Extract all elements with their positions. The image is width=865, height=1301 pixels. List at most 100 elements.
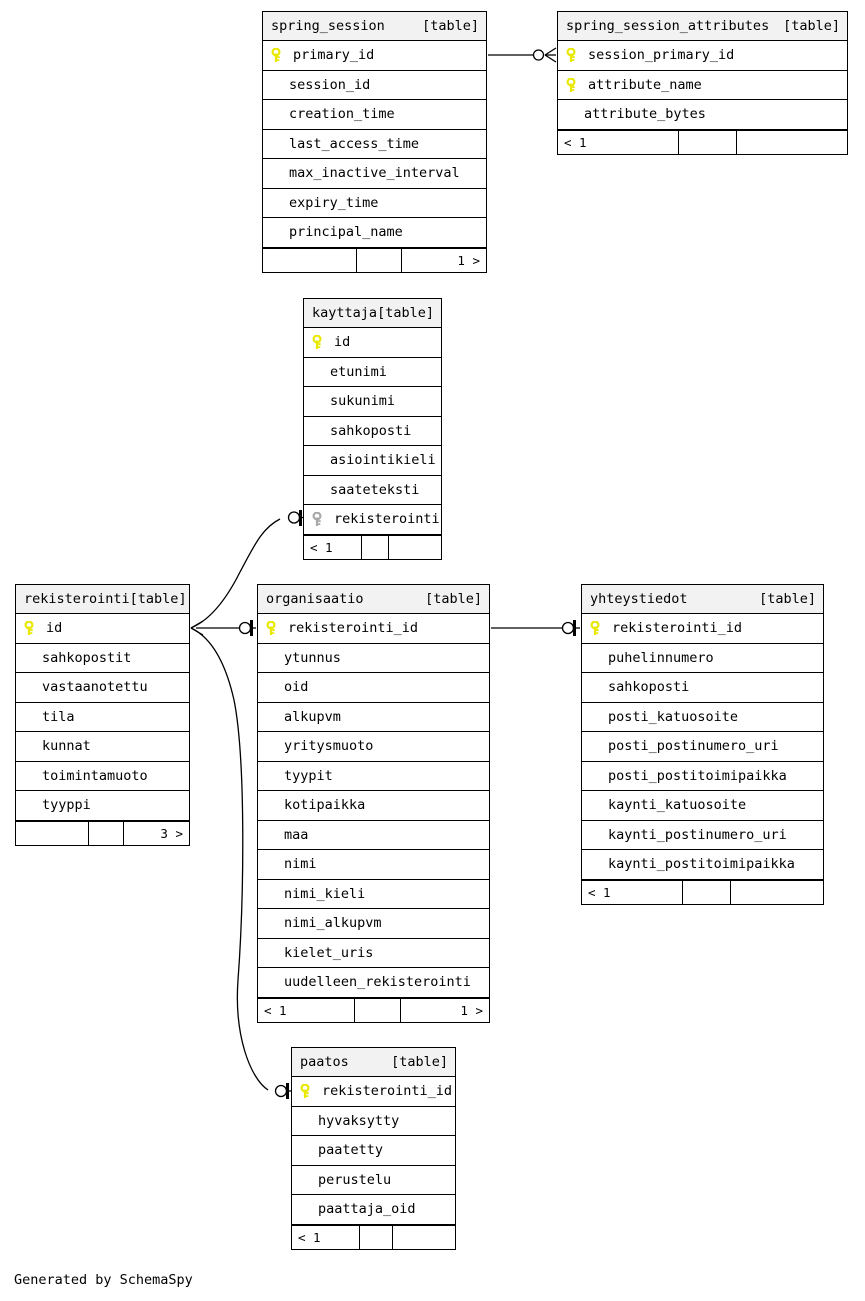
column-name: ytunnus <box>284 649 341 666</box>
footer-next-cell[interactable] <box>389 536 441 559</box>
column-row[interactable]: uudelleen_rekisterointi <box>258 968 489 998</box>
primary-key-icon <box>266 620 284 636</box>
table-footer-rekisterointi: 3 > <box>16 820 189 845</box>
column-row[interactable]: nimi_kieli <box>258 880 489 909</box>
table-header-paatos[interactable]: paatos[table] <box>292 1048 455 1077</box>
column-row[interactable]: toimintamuoto <box>16 762 189 791</box>
column-row[interactable]: rekisterointi_id <box>258 614 489 644</box>
footer-next-cell[interactable] <box>737 131 847 154</box>
footer-next-cell[interactable] <box>731 881 823 904</box>
column-row[interactable]: tyyppi <box>16 791 189 821</box>
column-row[interactable]: max_inactive_interval <box>263 159 486 189</box>
table-type-tag: [table] <box>783 18 840 34</box>
table-header-rekisterointi[interactable]: rekisterointi[table] <box>16 585 189 614</box>
column-row[interactable]: kielet_uris <box>258 939 489 968</box>
column-row[interactable]: creation_time <box>263 100 486 130</box>
footer-prev-cell[interactable]: < 1 <box>292 1225 360 1249</box>
column-row[interactable]: id <box>304 328 441 358</box>
column-name: sukunimi <box>330 393 396 410</box>
primary-key-icon <box>312 334 330 350</box>
column-row[interactable]: perustelu <box>292 1166 455 1195</box>
column-name: oid <box>284 679 309 696</box>
footer-prev-cell[interactable]: < 1 <box>558 130 679 154</box>
column-name: session_primary_id <box>588 47 735 64</box>
column-row[interactable]: sahkoposti <box>304 417 441 446</box>
column-row[interactable]: kunnat <box>16 732 189 762</box>
footer-next-cell[interactable]: 1 > <box>457 252 480 268</box>
table-footer-organisaatio: < 1 1 > <box>258 997 489 1022</box>
column-row[interactable]: vastaanotettu <box>16 673 189 703</box>
column-row[interactable]: sahkopostit <box>16 644 189 673</box>
column-name: maa <box>284 826 309 843</box>
column-row[interactable]: alkupvm <box>258 703 489 732</box>
column-row[interactable]: kaynti_katuosoite <box>582 791 823 821</box>
table-header-kayttaja[interactable]: kayttaja[table] <box>304 299 441 328</box>
column-row[interactable]: primary_id <box>263 41 486 71</box>
column-row[interactable]: paattaja_oid <box>292 1195 455 1225</box>
column-name: perustelu <box>318 1171 392 1188</box>
column-row[interactable]: rekisterointi_id <box>292 1077 455 1107</box>
column-name: posti_katuosoite <box>608 708 739 725</box>
footer-next-cell[interactable]: 1 > <box>460 1002 483 1018</box>
column-row[interactable]: id <box>16 614 189 644</box>
column-row[interactable]: maa <box>258 821 489 850</box>
footer-prev-cell[interactable] <box>16 821 89 845</box>
column-row[interactable]: last_access_time <box>263 130 486 159</box>
footer-next-cell[interactable]: 3 > <box>160 825 183 841</box>
column-row[interactable]: oid <box>258 673 489 703</box>
column-row[interactable]: saateteksti <box>304 476 441 505</box>
column-row[interactable]: posti_postinumero_uri <box>582 732 823 762</box>
column-row[interactable]: kotipaikka <box>258 791 489 821</box>
footer-prev-cell[interactable]: < 1 <box>258 998 355 1022</box>
column-row[interactable]: posti_katuosoite <box>582 703 823 732</box>
column-row[interactable]: tila <box>16 703 189 732</box>
table-spring_session[interactable]: spring_session[table] primary_id session_i… <box>262 11 487 273</box>
column-row[interactable]: rekisterointi_id <box>582 614 823 644</box>
column-row[interactable]: paatetty <box>292 1136 455 1166</box>
column-name: paatetty <box>318 1142 384 1159</box>
column-row[interactable]: sahkoposti <box>582 673 823 703</box>
column-row[interactable]: asiointikieli <box>304 446 441 476</box>
column-row[interactable]: principal_name <box>263 218 486 248</box>
footer-prev-cell[interactable] <box>263 248 357 272</box>
footer-prev-cell[interactable]: < 1 <box>304 535 362 559</box>
footer-next-cell[interactable] <box>393 1226 455 1249</box>
column-row[interactable]: session_id <box>263 71 486 100</box>
table-type-tag: [table] <box>377 305 434 321</box>
footer-prev-cell[interactable]: < 1 <box>582 880 683 904</box>
column-name: principal_name <box>289 224 403 241</box>
column-row[interactable]: attribute_bytes <box>558 100 847 130</box>
column-row[interactable]: nimi <box>258 850 489 880</box>
table-header-spring_session[interactable]: spring_session[table] <box>263 12 486 41</box>
table-footer-spring_session: 1 > <box>263 247 486 272</box>
column-row[interactable]: kaynti_postitoimipaikka <box>582 850 823 880</box>
column-name: posti_postitoimipaikka <box>608 767 787 784</box>
table-header-organisaatio[interactable]: organisaatio[table] <box>258 585 489 614</box>
column-row[interactable]: posti_postitoimipaikka <box>582 762 823 791</box>
column-row[interactable]: puhelinnumero <box>582 644 823 673</box>
table-footer-spring_session_attributes: < 1 <box>558 129 847 154</box>
column-name: primary_id <box>293 47 375 64</box>
column-name: uudelleen_rekisterointi <box>284 974 471 991</box>
column-row[interactable]: sukunimi <box>304 387 441 417</box>
column-name: nimi_kieli <box>284 885 366 902</box>
table-header-spring_session_attributes[interactable]: spring_session_attributes[table] <box>558 12 847 41</box>
column-row[interactable]: rekisterointi <box>304 505 441 535</box>
column-row[interactable]: hyvaksytty <box>292 1107 455 1136</box>
column-row[interactable]: nimi_alkupvm <box>258 909 489 939</box>
column-row[interactable]: expiry_time <box>263 189 486 218</box>
table-header-yhteystiedot[interactable]: yhteystiedot[table] <box>582 585 823 614</box>
column-row[interactable]: attribute_name <box>558 71 847 100</box>
column-row[interactable]: etunimi <box>304 358 441 387</box>
column-row[interactable]: tyypit <box>258 762 489 791</box>
column-row[interactable]: ytunnus <box>258 644 489 673</box>
column-row[interactable]: session_primary_id <box>558 41 847 71</box>
table-spring_session_attributes[interactable]: spring_session_attributes[table] session_… <box>557 11 848 155</box>
column-row[interactable]: yritysmuoto <box>258 732 489 762</box>
column-row[interactable]: kaynti_postinumero_uri <box>582 821 823 850</box>
